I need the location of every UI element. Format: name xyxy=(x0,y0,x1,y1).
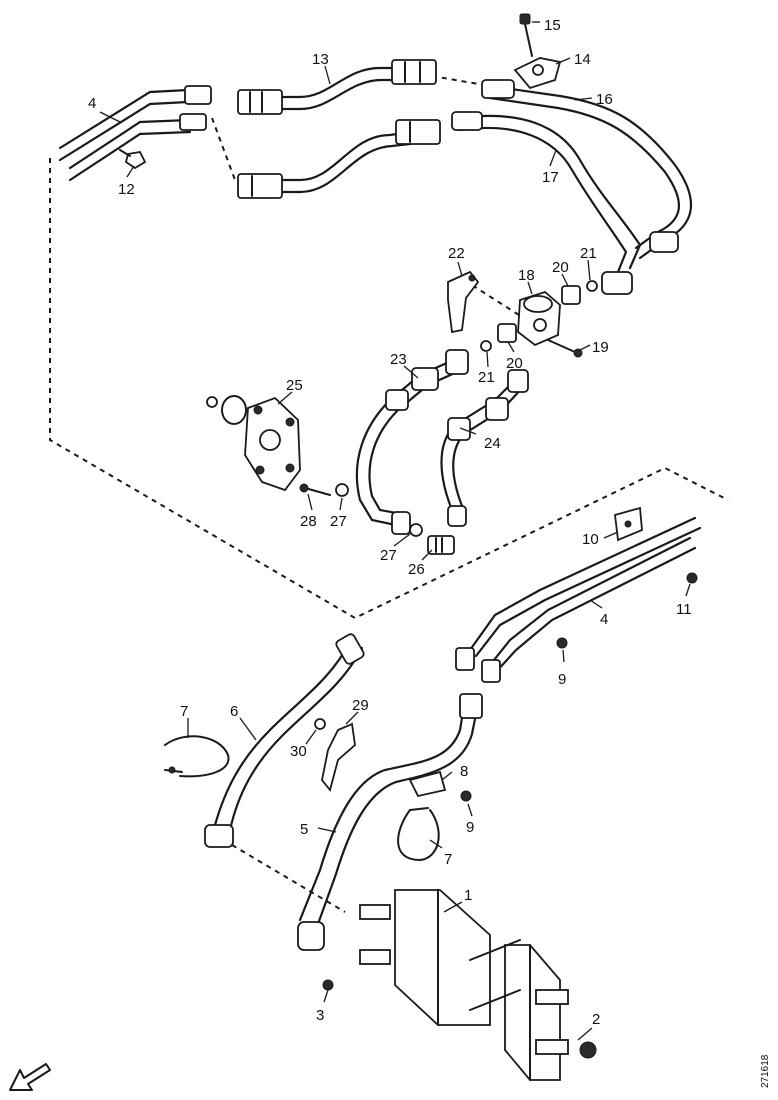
bracket-14[interactable] xyxy=(513,57,562,90)
callout-9-lower: 9 xyxy=(466,819,474,836)
callout-28: 28 xyxy=(300,513,317,530)
flange-25[interactable] xyxy=(206,395,301,492)
hose-13[interactable] xyxy=(237,59,437,115)
nut-2[interactable] xyxy=(579,1041,597,1059)
callout-30: 30 xyxy=(290,743,307,760)
callout-15: 15 xyxy=(544,17,561,34)
callout-26: 26 xyxy=(408,561,425,578)
bolt-30[interactable] xyxy=(314,718,326,730)
pipe-4-upper[interactable] xyxy=(58,85,212,182)
hose-6[interactable] xyxy=(204,633,365,848)
callout-1: 1 xyxy=(464,887,472,904)
hose-23[interactable] xyxy=(355,349,469,535)
callout-27-upper: 27 xyxy=(330,513,347,530)
callout-29: 29 xyxy=(352,697,369,714)
bolt-12[interactable] xyxy=(119,149,147,170)
callout-3: 3 xyxy=(316,1007,324,1024)
seal-27-upper[interactable] xyxy=(335,483,349,497)
callout-24: 24 xyxy=(484,435,501,452)
callout-2: 2 xyxy=(592,1011,600,1028)
callout-19: 19 xyxy=(592,339,609,356)
bracket-22[interactable] xyxy=(447,270,480,334)
callout-6: 6 xyxy=(230,703,238,720)
callout-4-lower: 4 xyxy=(600,611,608,628)
callout-21-right: 21 xyxy=(580,245,597,262)
cooler-1[interactable] xyxy=(359,889,569,1081)
callout-13: 13 xyxy=(312,51,329,68)
callout-21-left: 21 xyxy=(478,369,495,386)
callout-9-upper: 9 xyxy=(558,671,566,688)
dashed-reference-lines xyxy=(49,75,729,913)
callout-25: 25 xyxy=(286,377,303,394)
callout-20-left: 20 xyxy=(506,355,523,372)
callout-4-upper: 4 xyxy=(88,95,96,112)
screw-19[interactable] xyxy=(547,339,583,358)
arrow-icon xyxy=(9,1063,51,1091)
leader-lines xyxy=(99,21,691,1041)
callout-17: 17 xyxy=(542,169,559,186)
callout-18: 18 xyxy=(518,267,535,284)
hose-24[interactable] xyxy=(440,369,529,527)
callout-14: 14 xyxy=(574,51,591,68)
pipe-17[interactable] xyxy=(451,111,642,295)
callout-11: 11 xyxy=(676,601,692,618)
fitting-26[interactable] xyxy=(427,535,455,555)
clamp-7-left[interactable] xyxy=(164,735,230,778)
pipe-5[interactable] xyxy=(297,693,483,951)
callout-labels: 1 2 3 4 4 5 6 7 7 8 9 9 10 11 12 13 14 1… xyxy=(88,17,692,1028)
callout-16: 16 xyxy=(596,91,613,108)
bolt-9-lower[interactable] xyxy=(460,790,472,802)
screw-15[interactable] xyxy=(519,13,533,57)
seal-27-lower[interactable] xyxy=(409,523,423,537)
bolt-28[interactable] xyxy=(299,483,331,496)
bracket-10[interactable] xyxy=(614,506,643,542)
callout-7-right: 7 xyxy=(444,851,452,868)
nut-3[interactable] xyxy=(322,979,334,991)
callout-27-lower: 27 xyxy=(380,547,397,564)
callout-8: 8 xyxy=(460,763,468,780)
hose-lower-13[interactable] xyxy=(237,119,441,199)
bolt-11[interactable] xyxy=(686,572,698,584)
seal-21-right[interactable] xyxy=(586,280,598,292)
seal-21-left[interactable] xyxy=(480,340,492,352)
fitting-20-right[interactable] xyxy=(561,285,581,305)
callout-12: 12 xyxy=(118,181,135,198)
callout-22: 22 xyxy=(448,245,465,262)
bracket-29[interactable] xyxy=(321,722,356,792)
nut-9-upper[interactable] xyxy=(556,637,568,649)
clamp-7-right[interactable] xyxy=(397,807,440,861)
bracket-8[interactable] xyxy=(408,770,447,798)
pipe-4-lower[interactable] xyxy=(455,516,702,683)
valve-18[interactable] xyxy=(517,290,561,347)
callout-10: 10 xyxy=(582,531,599,548)
fitting-20-left[interactable] xyxy=(497,323,517,343)
callout-5: 5 xyxy=(300,821,308,838)
callout-20-right: 20 xyxy=(552,259,569,276)
callout-7-left: 7 xyxy=(180,703,188,720)
figure-code: 271618 xyxy=(760,1054,771,1088)
pipe-16[interactable] xyxy=(481,79,693,260)
callout-23: 23 xyxy=(390,351,407,368)
